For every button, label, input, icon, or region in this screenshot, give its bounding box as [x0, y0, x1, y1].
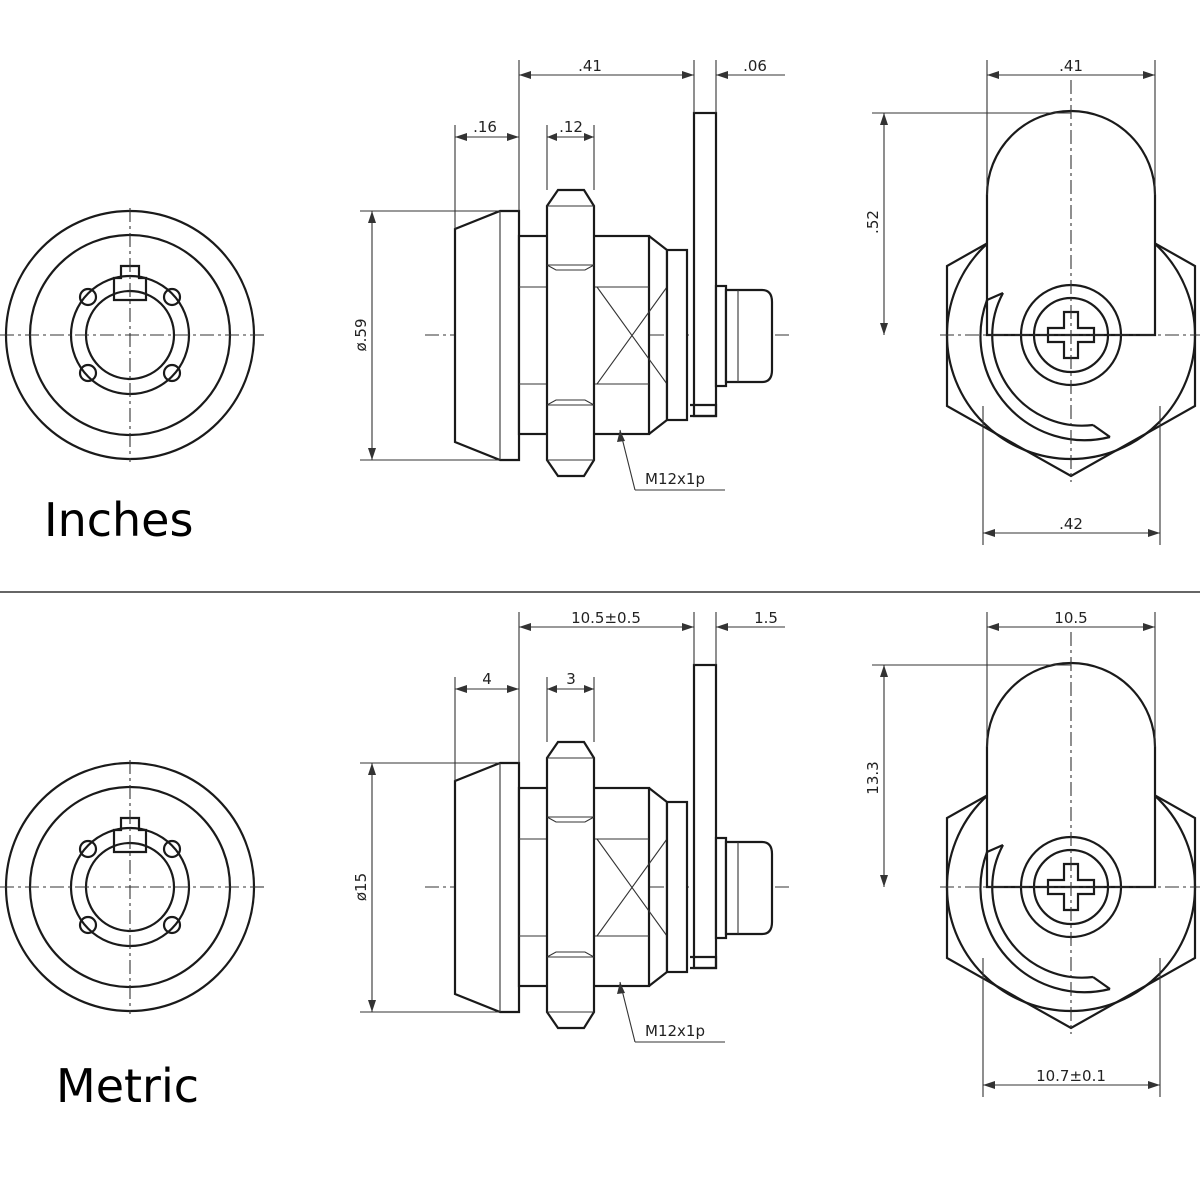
dim-hex-width: .42: [1059, 515, 1083, 533]
dim-face-depth: .16: [473, 118, 497, 136]
dim-face-depth: 4: [482, 670, 492, 688]
metric-section: Metric 10.5±0.5 1.5 4 3 ø15 M12x1p 10.5 …: [0, 609, 1200, 1113]
dim-cam-top-width: 10.5: [1054, 609, 1087, 627]
dim-cam-height: 13.3: [864, 761, 882, 794]
dim-cam-width: 10.5±0.5: [571, 609, 641, 627]
dim-cam-width: .41: [578, 57, 602, 75]
dim-cam-top-width: .41: [1059, 57, 1083, 75]
dim-thread: M12x1p: [645, 470, 705, 488]
dim-cam-height: .52: [864, 210, 882, 234]
section-label-metric: Metric: [56, 1059, 199, 1113]
dim-cam-thickness: 1.5: [754, 609, 778, 627]
dim-face-diameter: ø15: [352, 873, 370, 901]
inches-section: Inches .41 .06 .16 .12 ø.59 M12x1p .41 .…: [0, 57, 1200, 547]
dim-nut-thickness: 3: [566, 670, 576, 688]
dim-face-diameter: ø.59: [352, 318, 370, 351]
dim-cam-thickness: .06: [743, 57, 767, 75]
section-label-inches: Inches: [44, 493, 193, 547]
dim-thread: M12x1p: [645, 1022, 705, 1040]
dim-nut-thickness: .12: [559, 118, 583, 136]
dim-hex-width: 10.7±0.1: [1036, 1067, 1106, 1085]
